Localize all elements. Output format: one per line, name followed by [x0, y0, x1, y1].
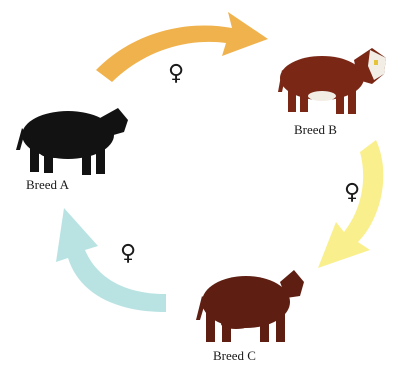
arrow-breed-b-to-c — [318, 140, 384, 268]
breed-b-cow-image — [278, 48, 386, 114]
breed-b-label: Breed B — [294, 122, 337, 137]
female-symbol-icon: ♀ — [120, 241, 136, 266]
arrow-breed-a-to-b — [96, 12, 268, 82]
arrow-c-a-band — [56, 208, 166, 312]
breed-a-label: Breed A — [26, 177, 70, 192]
breed-c-cow-image — [196, 270, 304, 342]
arrow-a-b-band — [96, 12, 268, 82]
arrow-b-c-band — [318, 140, 384, 268]
breed-c-label: Breed C — [213, 348, 256, 363]
breed-a-cow-image — [16, 108, 128, 175]
female-symbol-icon: ♀ — [344, 180, 360, 205]
female-symbol-icon: ♀ — [168, 61, 184, 86]
arrow-breed-c-to-a — [56, 208, 166, 312]
